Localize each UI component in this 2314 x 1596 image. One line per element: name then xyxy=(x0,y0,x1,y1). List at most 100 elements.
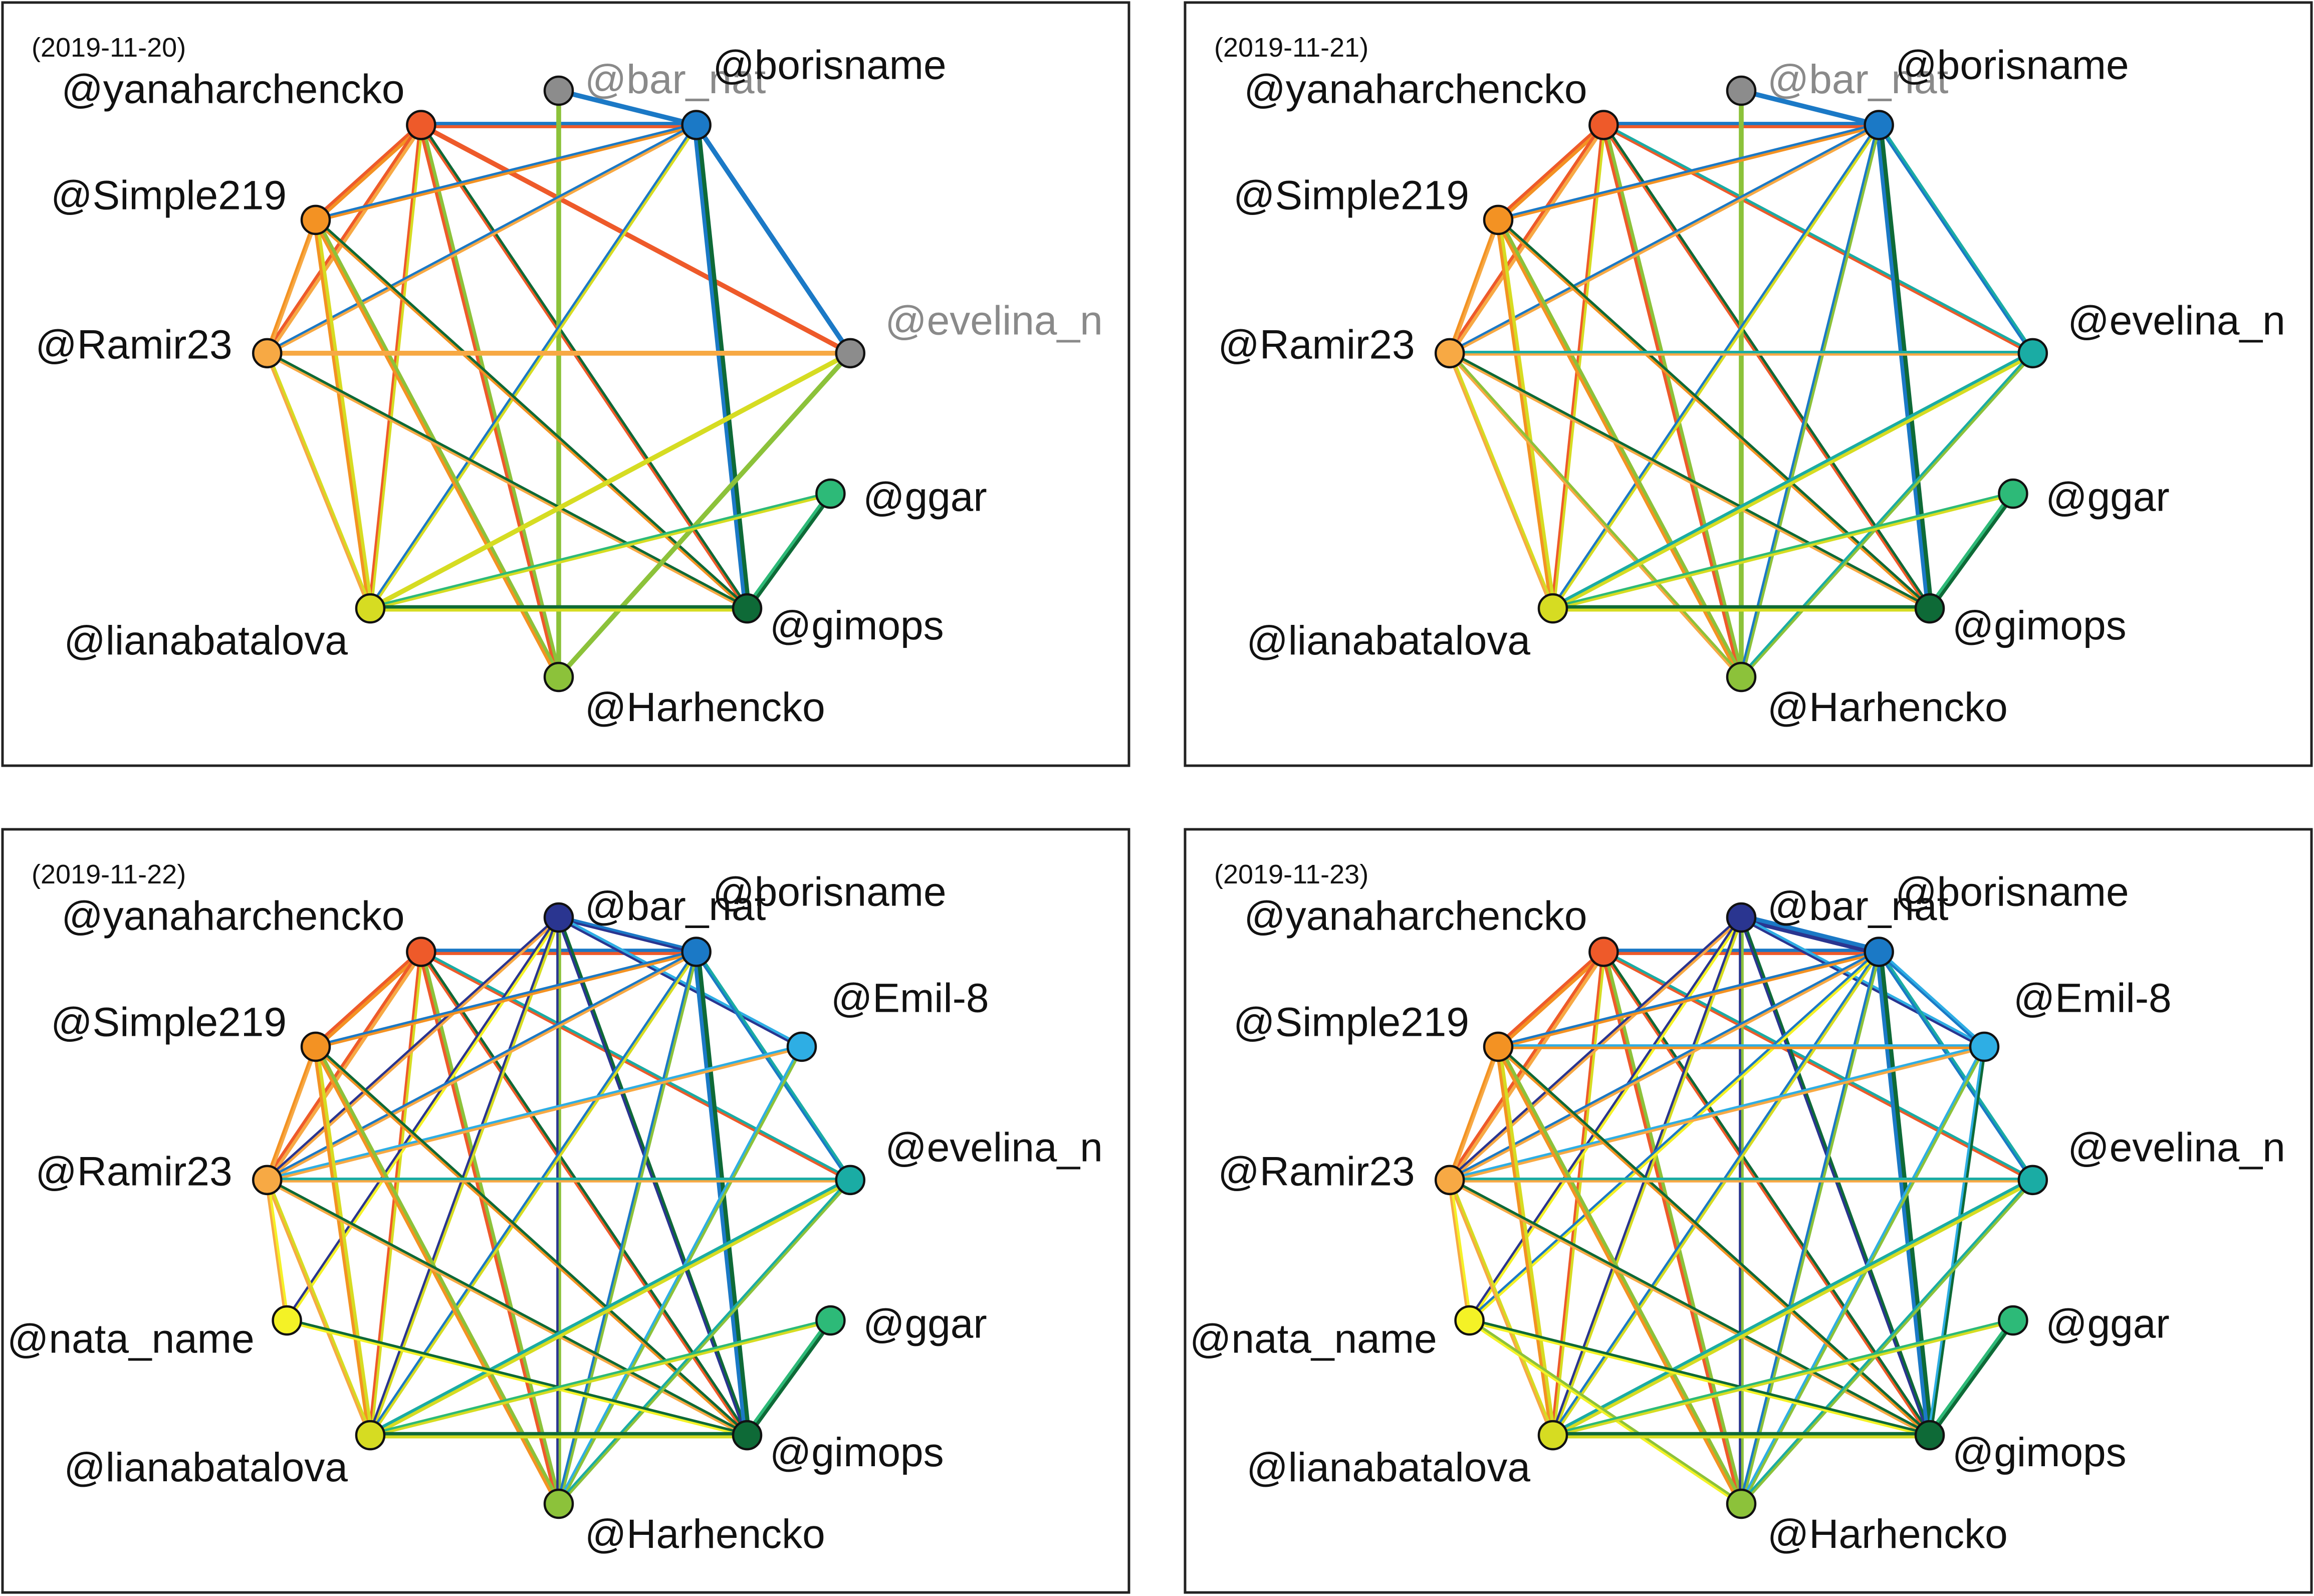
edge-borisname-simple219-core xyxy=(315,125,698,222)
node-ramir23[interactable] xyxy=(1434,1165,1465,1196)
node-evelina_n[interactable] xyxy=(835,338,866,369)
node-label-simple219: @Simple219 xyxy=(1233,173,1469,218)
node-bar_nat[interactable] xyxy=(1726,902,1757,933)
node-lianabatalova[interactable] xyxy=(355,593,386,624)
node-ggar[interactable] xyxy=(1998,478,2028,509)
node-harhencko[interactable] xyxy=(543,1488,574,1519)
node-harhencko[interactable] xyxy=(1726,661,1757,693)
edge-evelina_n-harhencko xyxy=(556,351,851,678)
edge-yanaharchencko-harhencko xyxy=(1600,123,1742,679)
node-ramir23[interactable] xyxy=(252,338,283,369)
node-nata_name[interactable] xyxy=(1454,1305,1485,1336)
edge-simple219-harhencko-core xyxy=(1498,1044,1745,1505)
node-label-yanaharchencko: @yanaharchencko xyxy=(61,67,404,112)
node-borisname[interactable] xyxy=(681,937,712,967)
edge-bar_nat-emil8 xyxy=(557,917,803,1049)
node-label-borisname: @borisname xyxy=(713,869,947,915)
edge-bar_nat-borisname xyxy=(557,917,698,955)
node-label-yanaharchencko: @yanaharchencko xyxy=(1244,67,1587,112)
edge-layer xyxy=(1447,914,2035,1506)
node-bar_nat[interactable] xyxy=(1726,75,1757,106)
edge-ramir23-lianabatalova xyxy=(1447,352,1553,610)
network-panel: (2019-11-23)@yanaharchencko@bar_nat@bori… xyxy=(1184,828,2313,1594)
node-gimops[interactable] xyxy=(1914,593,1945,624)
edge-borisname-evelina_n xyxy=(1877,124,2033,355)
edge-yanaharchencko-harhencko-core xyxy=(420,123,562,678)
node-bar_nat[interactable] xyxy=(543,902,574,933)
node-simple219[interactable] xyxy=(300,1031,331,1062)
node-harhencko[interactable] xyxy=(543,661,574,693)
edge-borisname-simple219-core xyxy=(315,952,698,1049)
edge-borisname-simple219 xyxy=(1496,949,1880,1047)
edge-borisname-harhencko-core xyxy=(1741,124,1882,679)
node-evelina_n[interactable] xyxy=(835,1165,866,1196)
edge-emil8-harhencko xyxy=(556,1045,802,1505)
edge-borisname-evelina_n-core xyxy=(1879,123,2035,354)
edge-evelina_n-lianabatalova-core xyxy=(369,353,852,611)
edge-yanaharchencko-harhencko xyxy=(418,950,559,1506)
node-label-gimops: @gimops xyxy=(1952,1430,2127,1475)
node-yanaharchencko[interactable] xyxy=(1588,110,1619,140)
edge-ggar-lianabatalova-core xyxy=(1551,493,2015,611)
edge-simple219-harhencko-core xyxy=(315,217,562,678)
node-evelina_n[interactable] xyxy=(2017,1165,2048,1196)
edge-nata_name-harhencko-core xyxy=(1469,1318,1743,1504)
edge-evelina_n-lianabatalova xyxy=(368,1177,851,1436)
node-lianabatalova[interactable] xyxy=(1537,1420,1568,1451)
node-yanaharchencko[interactable] xyxy=(1588,937,1619,967)
edge-borisname-nata_name-core xyxy=(1469,951,1881,1323)
edge-borisname-evelina_n xyxy=(694,124,851,355)
edge-borisname-ramir23-core xyxy=(266,951,699,1183)
node-borisname[interactable] xyxy=(1864,110,1894,140)
node-simple219[interactable] xyxy=(1483,204,1514,236)
panel-frame xyxy=(1184,1,2313,767)
node-label-borisname: @borisname xyxy=(1896,43,2129,88)
edge-emil8-ramir23-core xyxy=(1449,1046,1986,1183)
edge-bar_nat-nata_name-core xyxy=(1469,917,1744,1322)
node-label-gimops: @gimops xyxy=(770,603,944,648)
edge-yanaharchencko-harhencko xyxy=(418,123,559,679)
edge-simple219-lianabatalova-core xyxy=(315,1045,374,1437)
node-ggar[interactable] xyxy=(815,478,846,509)
edge-ggar-lianabatalova-core xyxy=(369,1320,832,1438)
node-emil8[interactable] xyxy=(786,1031,817,1062)
edge-bar_nat-borisname xyxy=(557,90,698,128)
node-evelina_n[interactable] xyxy=(2017,338,2048,369)
node-ggar[interactable] xyxy=(1998,1305,2028,1336)
edge-yanaharchencko-evelina_n xyxy=(1601,951,2034,1183)
node-ramir23[interactable] xyxy=(1434,338,1465,369)
edge-ramir23-gimops-core xyxy=(1449,1178,1932,1436)
node-label-simple219: @Simple219 xyxy=(51,173,287,218)
node-lianabatalova[interactable] xyxy=(355,1420,386,1451)
edge-borisname-gimops xyxy=(1875,123,1930,611)
network-panel: (2019-11-22)@yanaharchencko@bar_nat@bori… xyxy=(1,828,1130,1594)
node-ggar[interactable] xyxy=(815,1305,846,1336)
node-gimops[interactable] xyxy=(732,1420,763,1451)
node-emil8[interactable] xyxy=(1969,1031,2000,1062)
node-yanaharchencko[interactable] xyxy=(406,110,436,140)
edge-yanaharchencko-ramir23 xyxy=(1447,122,1604,354)
edge-yanaharchencko-ramir23-core xyxy=(1449,951,1607,1183)
node-simple219[interactable] xyxy=(300,204,331,236)
node-bar_nat[interactable] xyxy=(543,75,574,106)
node-nata_name[interactable] xyxy=(272,1305,302,1336)
node-borisname[interactable] xyxy=(681,110,712,140)
edge-borisname-ramir23 xyxy=(265,122,698,354)
node-label-harhencko: @Harhencko xyxy=(1767,685,2008,730)
edge-yanaharchencko-ramir23-core xyxy=(267,124,424,356)
node-gimops[interactable] xyxy=(1914,1420,1945,1451)
edge-bar_nat-ramir23 xyxy=(265,915,560,1181)
edge-borisname-simple219 xyxy=(314,122,698,220)
edge-ramir23-harhencko-core xyxy=(1449,351,1744,678)
node-borisname[interactable] xyxy=(1864,937,1894,967)
node-yanaharchencko[interactable] xyxy=(406,937,436,967)
node-harhencko[interactable] xyxy=(1726,1488,1757,1519)
node-lianabatalova[interactable] xyxy=(1537,593,1568,624)
node-gimops[interactable] xyxy=(732,593,763,624)
node-simple219[interactable] xyxy=(1483,1031,1514,1062)
node-ramir23[interactable] xyxy=(252,1165,283,1196)
node-label-ramir23: @Ramir23 xyxy=(1218,322,1415,368)
edge-nata_name-gimops xyxy=(285,1320,749,1438)
edge-yanaharchencko-simple219 xyxy=(313,122,422,220)
edge-borisname-gimops-core xyxy=(696,122,751,610)
